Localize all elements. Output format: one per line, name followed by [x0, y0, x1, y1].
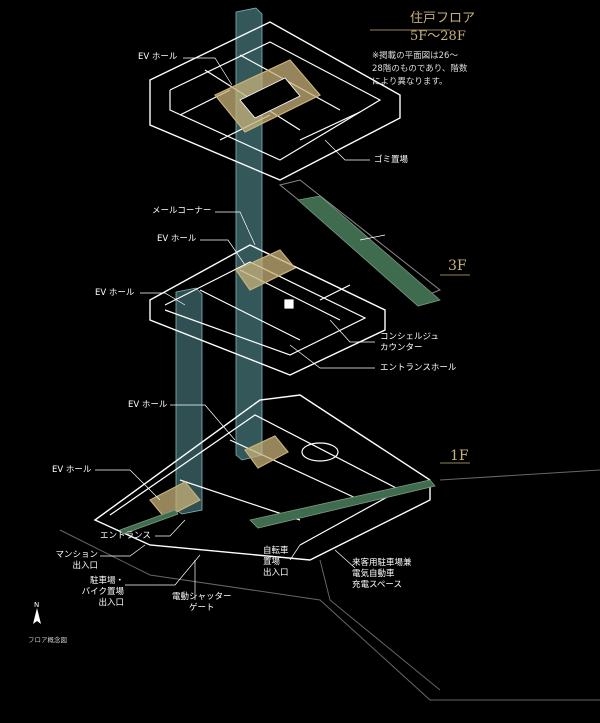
first-floor-plan [93, 394, 431, 561]
label-garbage: ゴミ置場 [374, 155, 409, 165]
label-ev-parking-line-1: 来客用駐車場兼 [352, 558, 412, 568]
label-mail-corner: メールコーナー [152, 206, 212, 216]
label-shutter-line-1: 電動シャッター [172, 592, 232, 602]
north-label: N [34, 601, 40, 609]
label-bicycle-line-1: 自転車 [263, 546, 289, 556]
note-line-2: 28階のものであり、階数 [372, 64, 468, 74]
label-parking-entry-line-3: 出入口 [98, 598, 124, 608]
floor-note: ※掲載の平面図は26〜 28階のものであり、階数 により異なります。 [372, 50, 467, 89]
label-mid-ev-hall-2: EV ホール [95, 288, 135, 298]
note-line-3: により異なります。 [372, 77, 448, 87]
label-ev-parking-line-2: 電気自動車 [352, 569, 395, 579]
label-shutter-gate: 電動シャッター ゲート [172, 592, 232, 614]
first-floor-green-strip [119, 479, 436, 535]
label-low-ev-hall-1: EV ホール [128, 400, 168, 410]
site-boundary [59, 469, 600, 701]
label-parking-entry-line-1: 駐車場・ [89, 576, 124, 586]
compass-caption: フロア概念図 [28, 636, 67, 644]
label-concierge-line-2: カウンター [380, 343, 423, 353]
upper-floor-plan [149, 21, 401, 181]
label-parking-entry: 駐車場・ バイク置場 出入口 [68, 576, 124, 609]
label-entrance: エントランス [100, 531, 151, 541]
north-arrow-icon [33, 608, 41, 624]
leader-lines [95, 57, 375, 600]
label-mid-ev-hall-1: EV ホール [157, 234, 197, 244]
floor-tag-1f: 1F [450, 448, 469, 464]
label-concierge-line-1: コンシェルジュ [380, 332, 439, 342]
label-mansion-entry: マンション 出入口 [50, 550, 98, 572]
label-bicycle: 自転車 置場 出入口 [263, 546, 289, 579]
label-parking-entry-line-2: バイク置場 [81, 587, 124, 597]
floor-tag-3f: 3F [448, 258, 467, 274]
note-line-1: ※掲載の平面図は26〜 [372, 51, 458, 61]
third-floor-terrace [278, 179, 441, 307]
label-low-ev-hall-2: EV ホール [52, 465, 92, 475]
label-shutter-line-2: ゲート [189, 603, 215, 613]
label-upper-ev-hall: EV ホール [138, 52, 178, 62]
label-ev-parking: 来客用駐車場兼 電気自動車 充電スペース [352, 558, 412, 591]
label-bicycle-line-3: 出入口 [263, 568, 289, 578]
floor-tag-lines [370, 29, 470, 464]
title-label: 住戸フロア [410, 11, 476, 26]
label-mansion-entry-line-1: マンション [55, 550, 98, 560]
label-ev-parking-line-3: 充電スペース [352, 580, 402, 590]
label-bicycle-line-2: 置場 [263, 557, 281, 567]
label-mansion-entry-line-2: 出入口 [72, 561, 98, 571]
floor-title: 住戸フロア 5F〜28F [410, 10, 475, 46]
entrance-floor-plan [149, 244, 386, 376]
label-entrance-hall: エントランスホール [380, 363, 457, 373]
label-concierge: コンシェルジュ カウンター [380, 332, 439, 354]
title-floors: 5F〜28F [410, 29, 466, 44]
